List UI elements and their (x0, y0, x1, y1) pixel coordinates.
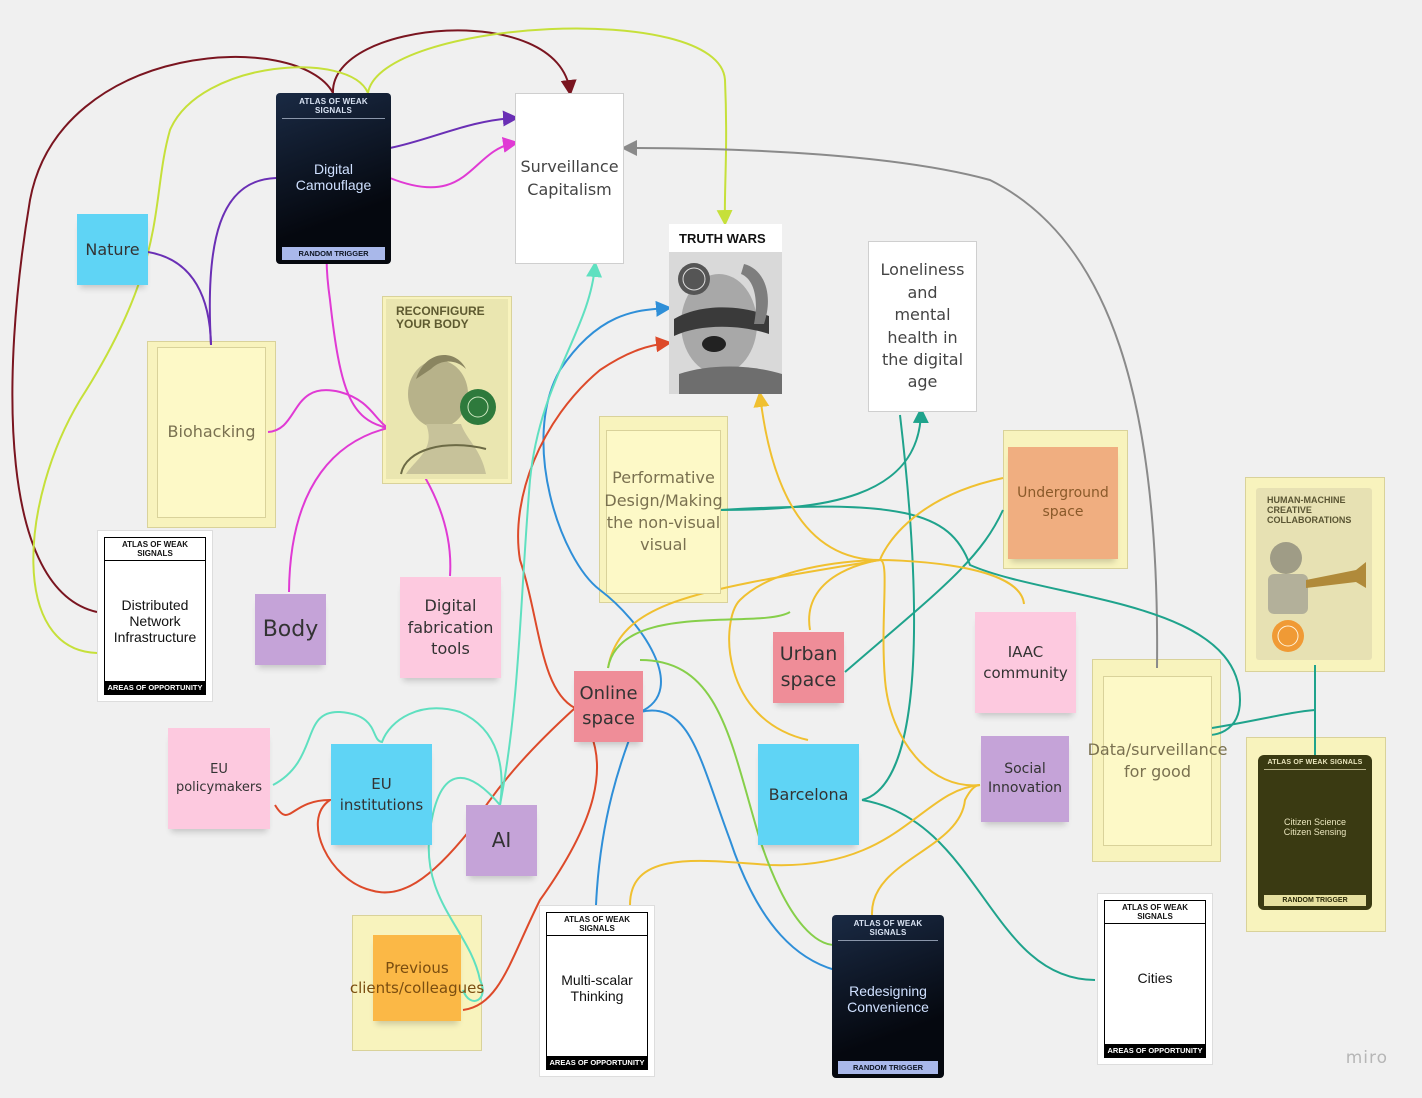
citizen-science-title: Citizen Science Citizen Sensing (1283, 817, 1347, 837)
multi-scalar-footer: AREAS OF OPPORTUNITY (547, 1056, 647, 1069)
digital-camouflage-footer: RANDOM TRIGGER (282, 247, 385, 260)
previous-clients-sticky[interactable]: Previous clients/colleagues (350, 935, 484, 1021)
ai-label: AI (491, 828, 512, 852)
data-surveillance-card[interactable]: Data/surveillance for good (1088, 676, 1227, 846)
multi-scalar-card[interactable]: ATLAS OF WEAK SIGNALS Multi-scalar Think… (539, 905, 655, 1077)
multi-scalar-header: ATLAS OF WEAK SIGNALS (547, 913, 647, 936)
reconfigure-poster[interactable]: RECONFIGURE YOUR BODY (386, 299, 508, 479)
online-space-label: Online space (579, 683, 638, 729)
cities-title: Cities (1137, 969, 1173, 986)
distributed-network-card[interactable]: ATLAS OF WEAK SIGNALS Distributed Networ… (97, 530, 213, 702)
link-data-citizen (1211, 709, 1316, 729)
multi-scalar-title: Multi-scalar Thinking (561, 972, 633, 1005)
link-camouflage-surveillance (331, 29, 577, 96)
nature-sticky[interactable]: Nature (77, 214, 148, 285)
performative-design-label: Performative Design/Making the non-visua… (604, 468, 723, 555)
body-sticky[interactable]: Body (255, 594, 326, 665)
link-camouflage-surveillance-2 (389, 110, 519, 149)
human-machine-title: HUMAN-MACHINE CREATIVE COLLABORATIONS (1267, 495, 1352, 525)
link-online-redesign-2 (607, 611, 791, 669)
iaac-label: IAAC community (983, 643, 1068, 682)
iaac-sticky[interactable]: IAAC community (975, 612, 1076, 713)
truth-wars-poster[interactable]: TRUTH WARS (669, 224, 782, 394)
digital-fab-label: Digital fabrication tools (407, 596, 494, 659)
digital-camouflage-title: Digital Camouflage (295, 161, 372, 194)
barcelona-sticky[interactable]: Barcelona (758, 744, 859, 845)
digital-camouflage-header: ATLAS OF WEAK SIGNALS (282, 97, 385, 119)
link-barcelona-loneliness (861, 414, 916, 801)
citizen-science-footer: RANDOM TRIGGER (1264, 895, 1366, 906)
link-social-truthwars (879, 559, 981, 787)
distributed-network-footer: AREAS OF OPPORTUNITY (105, 681, 205, 694)
loneliness-label: Loneliness and mental health in the digi… (880, 260, 965, 392)
truth-wars-title: TRUTH WARS (679, 231, 766, 246)
data-surveillance-label: Data/surveillance for good (1087, 739, 1228, 781)
truth-wars-portrait-icon (669, 252, 782, 394)
performative-design-card[interactable]: Performative Design/Making the non-visua… (604, 430, 723, 594)
underground-sticky[interactable]: Underground space (1008, 447, 1118, 559)
human-machine-poster[interactable]: HUMAN-MACHINE CREATIVE COLLABORATIONS (1256, 488, 1372, 660)
surveillance-capitalism-label: Surveillance Capitalism (520, 157, 619, 199)
cities-header: ATLAS OF WEAK SIGNALS (1105, 901, 1205, 924)
eu-policymakers-label: EU policymakers (175, 761, 263, 795)
link-redesign-social (870, 784, 981, 916)
nature-label: Nature (85, 239, 140, 259)
eu-institutions-label: EU institutions (339, 775, 424, 814)
eu-institutions-sticky[interactable]: EU institutions (331, 744, 432, 845)
link-biohacking-camouflage (208, 177, 277, 346)
redesigning-convenience-card[interactable]: ATLAS OF WEAK SIGNALS Redesigning Conven… (832, 915, 944, 1078)
cities-footer: AREAS OF OPPORTUNITY (1105, 1044, 1205, 1057)
distributed-network-header: ATLAS OF WEAK SIGNALS (105, 538, 205, 561)
digital-fab-sticky[interactable]: Digital fabrication tools (400, 577, 501, 678)
miro-logo: miro (1345, 1048, 1388, 1068)
biohacking-card[interactable]: Biohacking (157, 347, 266, 518)
link-nature-biohacking (147, 251, 212, 346)
link-body-reconfigure (288, 427, 389, 593)
redesigning-convenience-title: Redesigning Convenience (847, 983, 929, 1016)
human-machine-robot-icon (1268, 542, 1366, 652)
cities-card[interactable]: ATLAS OF WEAK SIGNALS Cities AREAS OF OP… (1097, 893, 1213, 1065)
link-underground-urban (879, 477, 1004, 561)
urban-space-label: Urban space (779, 642, 838, 691)
link-urban-truthwars (753, 391, 881, 631)
surveillance-capitalism-card[interactable]: Surveillance Capitalism (515, 93, 624, 264)
previous-clients-label: Previous clients/colleagues (349, 958, 485, 997)
ai-sticky[interactable]: AI (466, 805, 537, 876)
eu-policymakers-sticky[interactable]: EU policymakers (168, 728, 270, 829)
link-biohacking-reconfigure (267, 389, 389, 433)
social-innovation-label: Social Innovation (987, 761, 1063, 796)
citizen-science-header: ATLAS OF WEAK SIGNALS (1264, 759, 1366, 770)
loneliness-card[interactable]: Loneliness and mental health in the digi… (868, 241, 977, 412)
reconfigure-title: RECONFIGURE YOUR BODY (396, 304, 485, 332)
body-label: Body (262, 616, 319, 642)
redesigning-convenience-header: ATLAS OF WEAK SIGNALS (838, 919, 938, 941)
online-space-sticky[interactable]: Online space (574, 671, 643, 742)
link-camouflage-surveillance-3 (389, 136, 519, 189)
distributed-network-title: Distributed Network Infrastructure (113, 597, 197, 646)
underground-label: Underground space (1017, 485, 1109, 520)
barcelona-label: Barcelona (768, 784, 849, 804)
urban-space-sticky[interactable]: Urban space (773, 632, 844, 703)
redesigning-convenience-footer: RANDOM TRIGGER (838, 1061, 938, 1074)
biohacking-label: Biohacking (167, 422, 256, 442)
social-innovation-sticky[interactable]: Social Innovation (981, 736, 1069, 822)
digital-camouflage-card[interactable]: ATLAS OF WEAK SIGNALS Digital Camouflage… (276, 93, 391, 264)
citizen-science-card[interactable]: ATLAS OF WEAK SIGNALS Citizen Science Ci… (1258, 755, 1372, 910)
reconfigure-figure-icon (400, 355, 496, 475)
link-performative-loneliness (719, 407, 929, 511)
